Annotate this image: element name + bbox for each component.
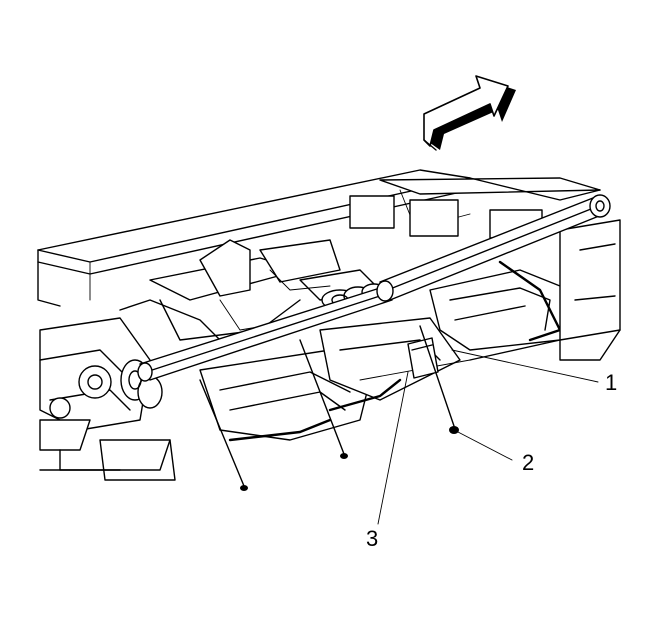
leader-line-1	[451, 349, 599, 383]
callout-1: 1	[605, 370, 617, 395]
callout-2: 2	[522, 450, 534, 475]
bolt-left	[199, 379, 248, 491]
propeller-shaft	[137, 194, 611, 382]
leader-line-2	[457, 431, 513, 461]
callout-3: 3	[366, 526, 378, 551]
bolt-center	[299, 339, 348, 459]
leader-lines	[377, 349, 599, 525]
front-direction-arrow-icon	[423, 75, 516, 151]
leader-line-3	[377, 371, 409, 525]
vehicle-underbody	[37, 169, 621, 481]
bolt-right	[419, 325, 459, 434]
center-bearing-bracket	[407, 337, 439, 379]
bolts	[199, 325, 459, 491]
